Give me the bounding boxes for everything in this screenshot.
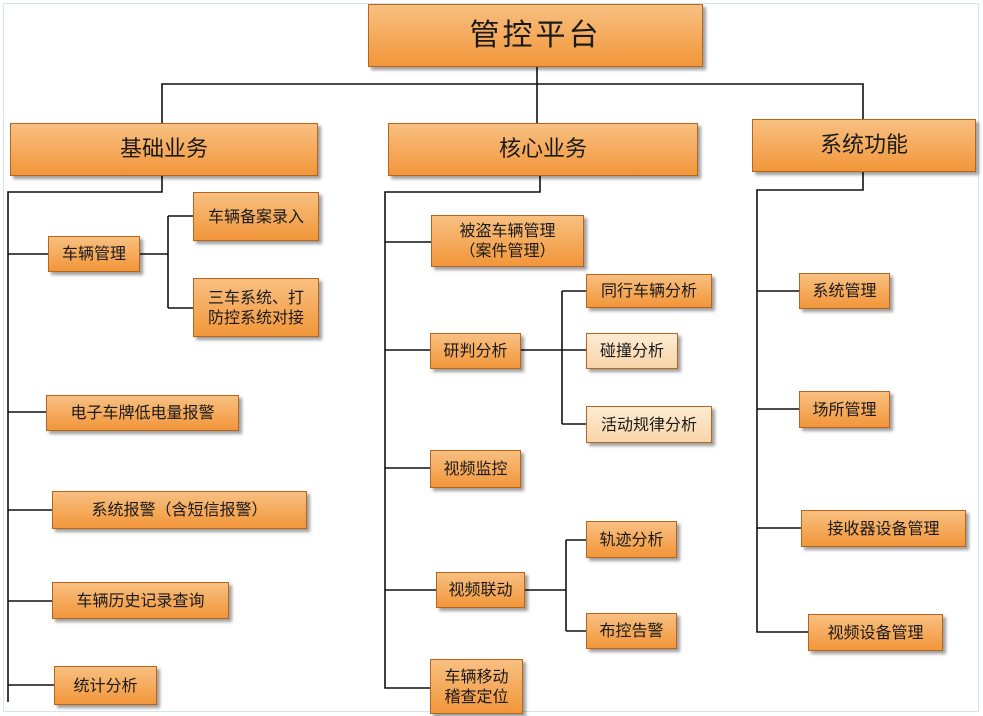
node-vehicle-mgmt: 车辆管理 [48,236,140,272]
category-basic: 基础业务 [10,123,318,176]
node-sys-alarm: 系统报警（含短信报警） [52,491,307,529]
node-collision: 碰撞分析 [586,333,678,369]
connector-core-trunk [384,176,541,689]
node-stolen: 被盗车辆管理 （案件管理） [431,215,584,267]
node-video-link: 视频联动 [436,572,525,608]
node-stats: 统计分析 [54,666,157,705]
node-site-mgmt: 场所管理 [799,391,890,428]
node-three-car: 三车系统、打 防控系统对接 [193,278,319,337]
connector-root [161,66,538,123]
category-core: 核心业务 [388,123,698,176]
node-video-monitor: 视频监控 [430,450,521,488]
category-system: 系统功能 [752,119,976,172]
node-track: 轨迹分析 [586,521,677,558]
node-video-device-mgmt: 视频设备管理 [808,614,943,651]
node-receiver-mgmt: 接收器设备管理 [801,510,966,547]
node-mobile: 车辆移动 稽查定位 [430,659,523,714]
node-analysis: 研判分析 [430,333,521,369]
node-vehicle-record: 车辆备案录入 [193,192,319,241]
node-sys-mgmt: 系统管理 [799,273,890,309]
connector-system-trunk [756,172,864,633]
node-plate-alarm: 电子车牌低电量报警 [46,395,239,431]
node-deploy: 布控告警 [586,613,677,649]
connector-root-system [537,83,864,119]
node-history: 车辆历史记录查询 [52,582,229,619]
root-node: 管控平台 [368,4,703,67]
connector-basic-trunk [7,175,163,702]
node-activity: 活动规律分析 [586,406,712,443]
node-same-travel: 同行车辆分析 [586,274,712,308]
